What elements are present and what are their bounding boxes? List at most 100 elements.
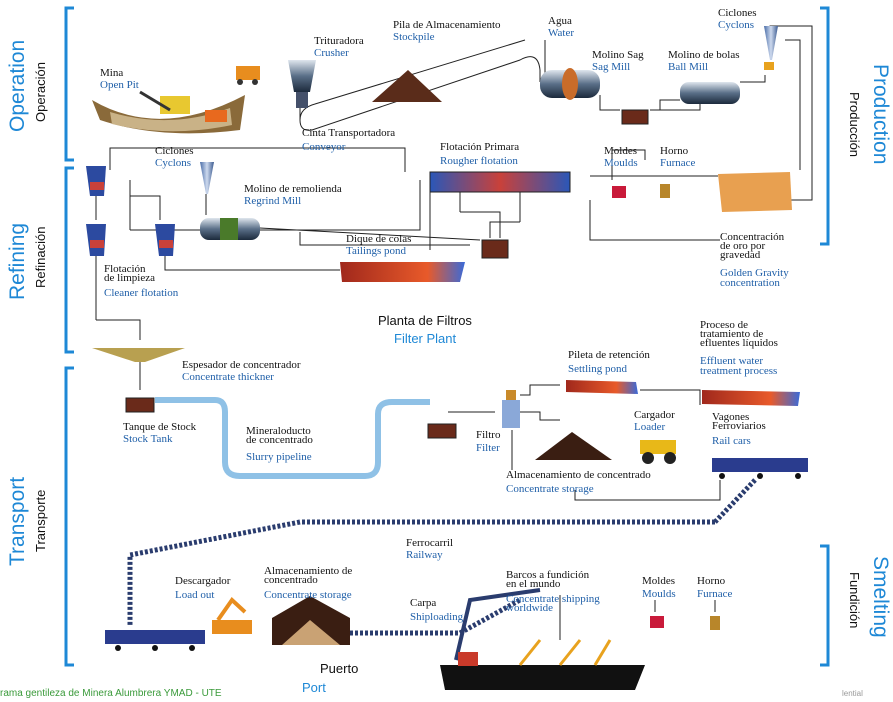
footer-confidential: lential [842,689,863,698]
section-transport-es: Transporte [33,489,48,552]
transport-bracket [64,366,74,667]
descargador-es: Descargador [175,575,231,587]
tailings-pond-art [340,262,465,282]
rougher-flotation-art [429,171,571,193]
moldes-bottom-en: Moulds [642,588,676,600]
loader-art [640,440,676,464]
section-operation-en: Operation [6,39,29,132]
espesador-en: Concentrate thickner [182,371,274,383]
flotacion-primaria-en: Rougher flotation [440,155,518,167]
molino-bolas-en: Ball Mill [668,61,709,73]
molino-sag-en: Sag Mill [592,61,631,73]
crusher-art [288,60,316,108]
trituradora-es: Trituradora [314,35,364,47]
furnace-bottom-art [710,616,720,630]
port-rail-cars-art [105,630,205,651]
sag-mill-art [540,68,600,100]
gravity-es-3: gravedad [720,249,761,261]
mina-es: Mina [100,67,124,79]
carpa-es: Carpa [410,597,437,609]
effluent-pond-art [702,390,800,406]
cargador-es: Cargador [634,409,675,421]
moldes-top-en: Moulds [604,157,638,169]
ship-art [440,639,645,690]
ciclones-top-es: Ciclones [718,7,757,19]
almacenamiento-port-es-2: concentrado [264,574,318,586]
production-bracket [820,6,830,246]
carpa-en: Shiploading [410,611,464,623]
railway-track [127,478,757,636]
filter-art [502,390,520,428]
gravity-en-2: concentration [720,277,780,289]
mould-bottom-art [650,616,664,628]
horno-bottom-es: Horno [697,575,726,587]
barcos-es-2: en el mundo [506,578,561,590]
vagones-es-2: Ferroviarios [712,420,766,432]
section-smelting-es: Fundición [847,572,862,629]
gravity-table-art [718,172,792,212]
almacenamiento-port-en: Concentrate storage [264,589,352,601]
refining-cells-art [86,166,175,256]
efluentes-en-1: Effluent water [700,355,764,367]
section-operation-es: Operación [33,62,48,122]
horno-top-es: Horno [660,145,689,157]
open-pit-art [92,66,260,134]
molino-sag-es: Molino Sag [592,49,644,61]
refining-bracket [64,166,74,354]
dique-en: Tailings pond [346,245,407,257]
section-production-es: Producción [847,92,862,158]
moldes-top-es: Moldes [604,145,637,157]
excavator-art [212,596,252,634]
almacenamiento-port-es-1: Almacenamiento de [264,565,353,577]
descargador-en: Load out [175,589,215,601]
mina-en: Open Pit [100,79,139,91]
trituradora-en: Crusher [314,47,349,59]
smelting-bracket [820,544,830,667]
vagones-en: Rail cars [712,435,751,447]
efluentes-es-1: Proceso de [700,319,748,331]
puerto-es: Puerto [320,661,359,676]
mineraloducto-es-1: Mineraloducto [246,425,311,437]
sump-top-art [621,109,649,125]
flotacion-limpieza-es-2: de limpieza [104,272,156,284]
gravity-en-1: Golden Gravity [720,267,789,279]
gravity-es-1: Concentración [720,231,785,243]
gravity-es-2: de oro por [720,240,766,252]
molino-remolienda-es: Molino de remolienda [244,183,342,195]
planta-filtros-en: Filter Plant [394,331,457,346]
barcos-en-1: Concentrate shipping [506,593,600,605]
moldes-bottom-es: Moldes [642,575,675,587]
horno-bottom-en: Furnace [697,588,733,600]
ciclones-mid-es: Ciclones [155,145,194,157]
mould-top-art [612,186,626,198]
pila-es: Pila de Almacenamiento [393,19,501,31]
molino-remolienda-en: Regrind Mill [244,195,302,207]
thickener-art [92,348,185,362]
pileta-en: Settling pond [568,363,627,375]
furnace-top-art [660,184,670,198]
ship-loader-art [454,588,541,661]
agua-en: Water [548,27,574,39]
section-smelting-en: Smelting [869,556,892,638]
flotacion-primaria-es: Flotación Primara [440,141,520,153]
filtro-en: Filter [476,442,500,454]
cinta-en: Conveyor [302,141,346,153]
section-refining-es: Refinación [33,226,48,288]
mineraloducto-es-2: de concentrado [246,434,313,446]
flotacion-limpieza-es-1: Flotación [104,263,146,275]
section-production-en: Production [869,64,892,165]
agua-es: Agua [548,15,572,27]
section-refining-en: Refining [6,222,29,300]
ferrocarril-es: Ferrocarril [406,537,454,549]
barcos-en-2: worldwide [506,602,554,614]
sump-mid-art [481,239,509,259]
horno-top-en: Furnace [660,157,696,169]
stock-tank-art [125,397,155,413]
vagones-es-1: Vagones [712,411,750,423]
operation-bracket [64,6,74,162]
stockpile-art [372,70,442,102]
efluentes-es-2: tratamiento de [700,328,764,340]
barcos-es-1: Barcos a fundición [506,569,590,581]
ferrocarril-en: Railway [406,549,443,561]
